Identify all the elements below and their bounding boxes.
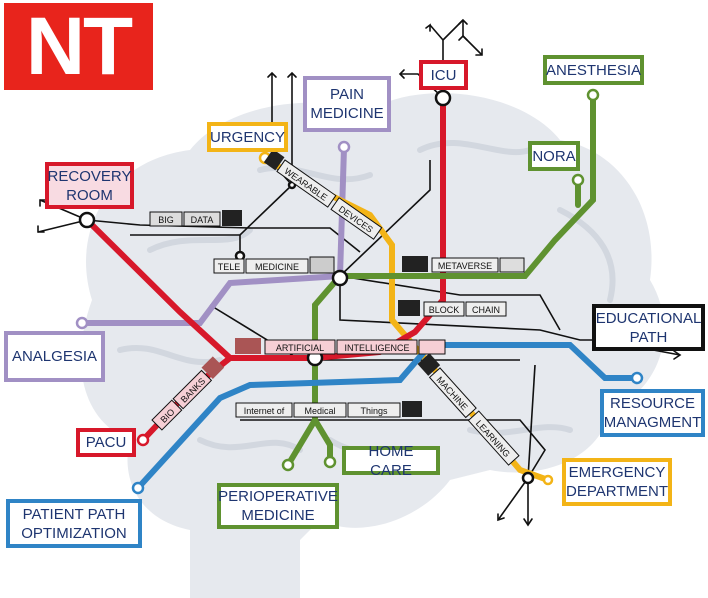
train-internet-of-medical-things: Internet of Medical Things: [235, 401, 422, 418]
station-icu: ICU: [419, 60, 468, 90]
station-pain-medicine: PAIN MEDICINE: [303, 76, 391, 132]
station-nora: NORA: [528, 141, 580, 171]
station-pacu: PACU: [76, 428, 136, 457]
train-tele-medicine-word-1: TELE: [218, 262, 241, 272]
train-big-data-word-1: BIG: [158, 215, 174, 225]
station-recovery-room: RECOVERY ROOM: [45, 162, 134, 209]
train-tele-medicine: TELE MEDICINE: [213, 256, 335, 274]
train-block-chain-word-2: CHAIN: [472, 305, 500, 315]
train-metaverse-word-1: METAVERSE: [438, 261, 492, 271]
train-big-data-word-2: DATA: [191, 215, 214, 225]
train-iomt-word-2: Medical: [304, 406, 335, 416]
station-patient-path-optimization: PATIENT PATH OPTIMIZATION: [6, 499, 142, 548]
train-metaverse: METAVERSE: [402, 256, 525, 273]
station-emergency-department: EMERGENCY DEPARTMENT: [562, 458, 672, 506]
black-lines: [37, 19, 681, 525]
train-artificial-intelligence-word-2: INTELLIGENCE: [344, 343, 409, 353]
train-big-data: BIG DATA: [149, 210, 242, 227]
train-iomt-word-3: Things: [360, 406, 388, 416]
blue-line: [135, 342, 640, 491]
station-urgency: URGENCY: [207, 122, 288, 152]
train-artificial-intelligence: ARTIFICIAL INTELLIGENCE: [235, 338, 446, 355]
train-block-chain-word-1: BLOCK: [429, 305, 460, 315]
station-anesthesia: ANESTHESIA: [543, 55, 644, 85]
station-resource-managment: RESOURCE MANAGMENT: [600, 389, 705, 437]
station-analgesia: ANALGESIA: [4, 331, 105, 382]
train-artificial-intelligence-word-1: ARTIFICIAL: [276, 343, 324, 353]
station-perioperative-medicine: PERIOPERATIVE MEDICINE: [217, 483, 339, 529]
train-block-chain: BLOCK CHAIN: [398, 300, 507, 317]
line-arrows: [37, 18, 682, 527]
purple-line: [79, 145, 347, 326]
station-educational-path: EDUCATIONAL PATH: [592, 304, 705, 351]
train-iomt-word-1: Internet of: [244, 406, 285, 416]
station-home-care: HOME CARE: [342, 443, 440, 479]
nt-logo-text: NT: [25, 1, 133, 92]
nt-logo: NT: [4, 3, 153, 90]
train-tele-medicine-word-2: MEDICINE: [255, 262, 299, 272]
